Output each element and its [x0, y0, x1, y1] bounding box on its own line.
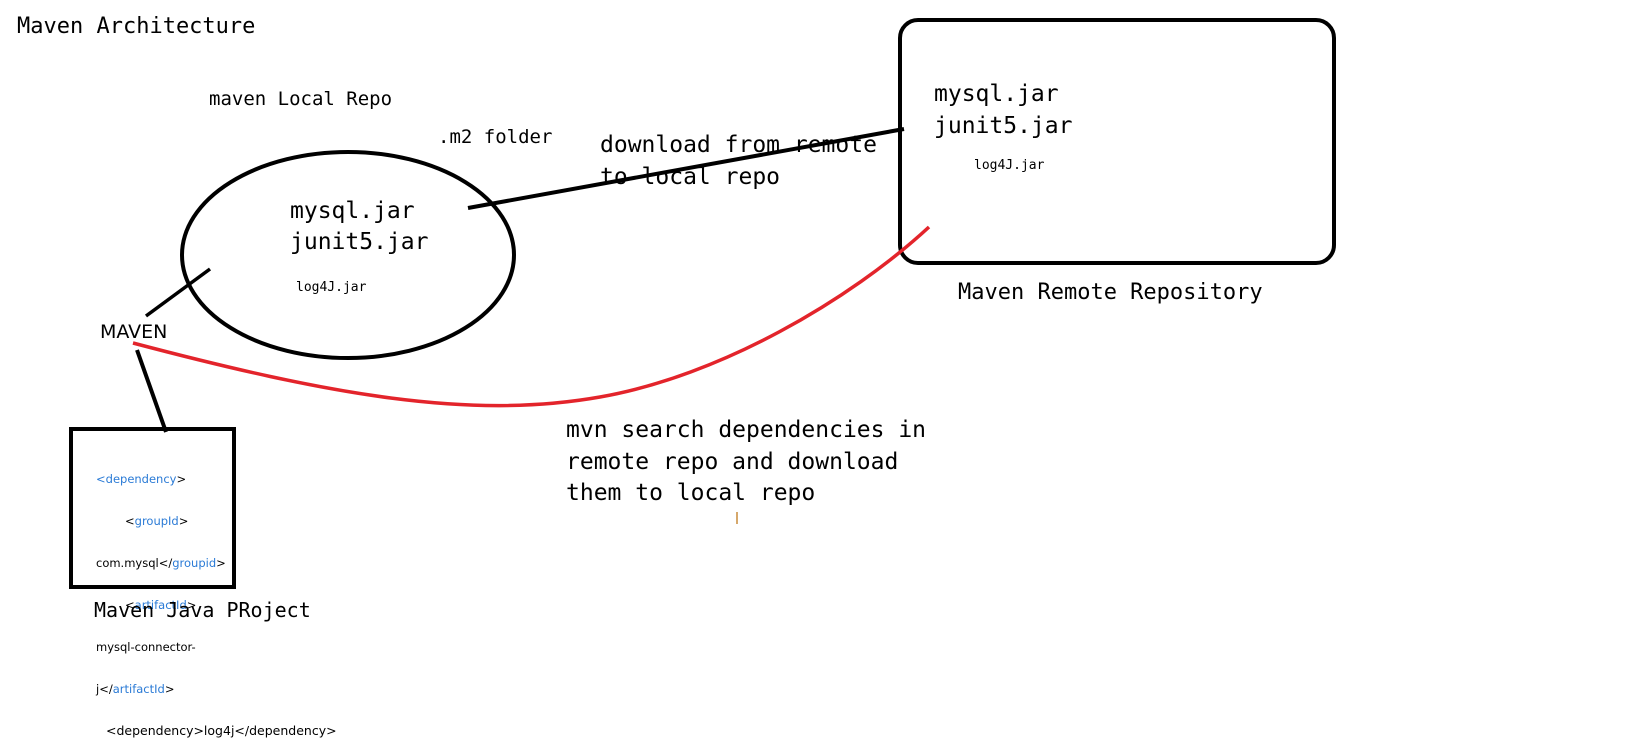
code-tag-dependency: dependency [105, 472, 177, 486]
search-note-line-1: mvn search dependencies in [566, 417, 927, 443]
code-line-group-value: com.mysql</groupid> [96, 556, 226, 570]
code-tag-groupid-close: groupid [172, 556, 217, 570]
remote-jar-log4j: log4J.jar [974, 158, 1045, 173]
local-jar-junit: junit5.jar [290, 229, 429, 255]
code-tag-artifactid: artifactId [134, 598, 187, 612]
code-tag-groupid: groupId [134, 514, 179, 528]
remote-repo-label: Maven Remote Repository [958, 280, 1263, 305]
local-jar-log4j: log4J.jar [296, 280, 367, 295]
code-line-group-id: <groupId> [125, 514, 189, 528]
code-line-open-dependency: <dependency> [96, 472, 187, 486]
project-label: Maven Java PRoject [94, 598, 311, 622]
code-line-artifact-value-1: mysql-connector- [96, 640, 196, 654]
download-link-line [467, 127, 905, 210]
local-repo-ellipse [180, 150, 516, 360]
search-remote-curve [132, 225, 931, 408]
code-line-artifact-value-2: j</artifactId> [96, 682, 175, 696]
code-line-log4j-dependency: <dependency>log4j</dependency> [106, 723, 337, 738]
local-jar-mysql: mysql.jar [290, 198, 415, 224]
search-note-line-2: remote repo and download [566, 449, 899, 475]
m2-folder-label: .m2 folder [438, 126, 553, 148]
code-group-value: com.mysql</ [96, 556, 173, 570]
search-note-line-3: them to local repo [566, 480, 816, 506]
remote-jar-mysql: mysql.jar [934, 81, 1059, 107]
code-artifact-value: j</ [96, 682, 113, 696]
local-repo-label: maven Local Repo [209, 88, 393, 110]
maven-to-project-line [135, 349, 168, 433]
diagram-canvas [69, 18, 1336, 589]
download-note-line-2: to local repo [600, 164, 781, 190]
code-tag-artifactid-close: artifactId [112, 682, 165, 696]
remote-jar-junit: junit5.jar [934, 113, 1073, 139]
download-note-line-1: download from remote [600, 132, 877, 158]
project-box [69, 427, 236, 589]
maven-label: MAVEN [100, 321, 168, 343]
diagram-title: Maven Architecture [17, 14, 256, 39]
remote-repo-box [898, 18, 1336, 265]
code-line-artifact-id: <artifactId> [125, 598, 197, 612]
maven-to-local-line [144, 267, 212, 318]
